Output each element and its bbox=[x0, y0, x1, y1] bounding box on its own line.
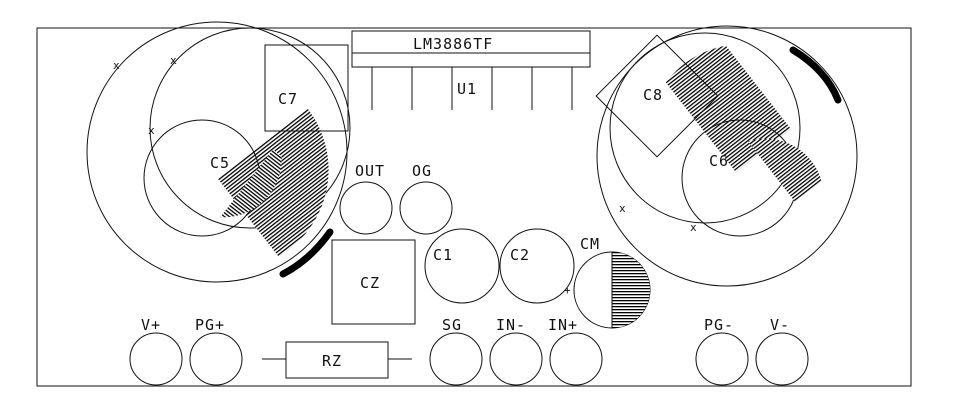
cap-cm-hatch bbox=[612, 252, 650, 328]
cap-c1-outline bbox=[424, 228, 500, 304]
label-c5: C5 bbox=[210, 154, 230, 172]
label-pgminus: PG- bbox=[704, 316, 734, 334]
pin1-mark: x bbox=[170, 54, 177, 67]
right-capacitor-cluster: x x C6 bbox=[596, 18, 858, 287]
cap-c8-box bbox=[595, 34, 719, 158]
label-c6: C6 bbox=[709, 152, 729, 170]
label-vminus: V- bbox=[770, 316, 790, 334]
label-inplus: IN+ bbox=[548, 316, 578, 334]
cap-polarity-hatch-left bbox=[217, 104, 369, 259]
cap-polarity-arc-left bbox=[279, 228, 334, 278]
label-og: OG bbox=[412, 162, 432, 180]
pad-vplus bbox=[129, 332, 183, 386]
label-ic-part: LM3886TF bbox=[413, 35, 493, 53]
pin1-mark: x bbox=[690, 221, 697, 234]
pad-pgminus bbox=[695, 332, 749, 386]
label-inminus: IN- bbox=[496, 316, 526, 334]
cap-cz-box bbox=[331, 239, 416, 325]
label-u1: U1 bbox=[457, 80, 477, 98]
label-cm: CM bbox=[580, 235, 600, 253]
label-cz: CZ bbox=[360, 274, 380, 292]
cap-polarity-arc-right bbox=[789, 46, 842, 104]
label-c7: C7 bbox=[278, 90, 298, 108]
pad-vminus bbox=[755, 332, 809, 386]
ic-body bbox=[351, 30, 591, 68]
label-c2: C2 bbox=[510, 246, 530, 264]
label-vplus: V+ bbox=[141, 316, 161, 334]
cap-c6-ring bbox=[609, 32, 801, 224]
label-sg: SG bbox=[442, 316, 462, 334]
pad-pgplus bbox=[189, 332, 243, 386]
pin1-mark: x bbox=[619, 202, 626, 215]
label-c1: C1 bbox=[433, 246, 453, 264]
plus-mark: + bbox=[564, 284, 571, 297]
resistor-rz: RZ bbox=[262, 341, 412, 379]
pin1-mark: x bbox=[148, 124, 155, 137]
cap-c6-hatch bbox=[733, 115, 843, 202]
pad-sg bbox=[429, 332, 483, 386]
pin1-mark: x bbox=[113, 59, 120, 72]
pad-og bbox=[399, 181, 453, 235]
ic-u1-footprint: LM3886TF U1 bbox=[351, 30, 591, 110]
cap-c7-box bbox=[264, 44, 349, 132]
label-rz: RZ bbox=[322, 352, 342, 370]
big-cap-outline-right bbox=[596, 25, 858, 287]
pad-inplus bbox=[549, 332, 603, 386]
pad-inminus bbox=[489, 332, 543, 386]
rz-body bbox=[285, 341, 389, 379]
pad-out bbox=[339, 181, 393, 235]
label-pgplus: PG+ bbox=[195, 316, 225, 334]
label-c8: C8 bbox=[643, 86, 663, 104]
cap-c2-outline bbox=[499, 228, 575, 304]
cap-c7-ring bbox=[149, 27, 351, 229]
label-out: OUT bbox=[355, 162, 385, 180]
board-outline bbox=[36, 27, 912, 387]
